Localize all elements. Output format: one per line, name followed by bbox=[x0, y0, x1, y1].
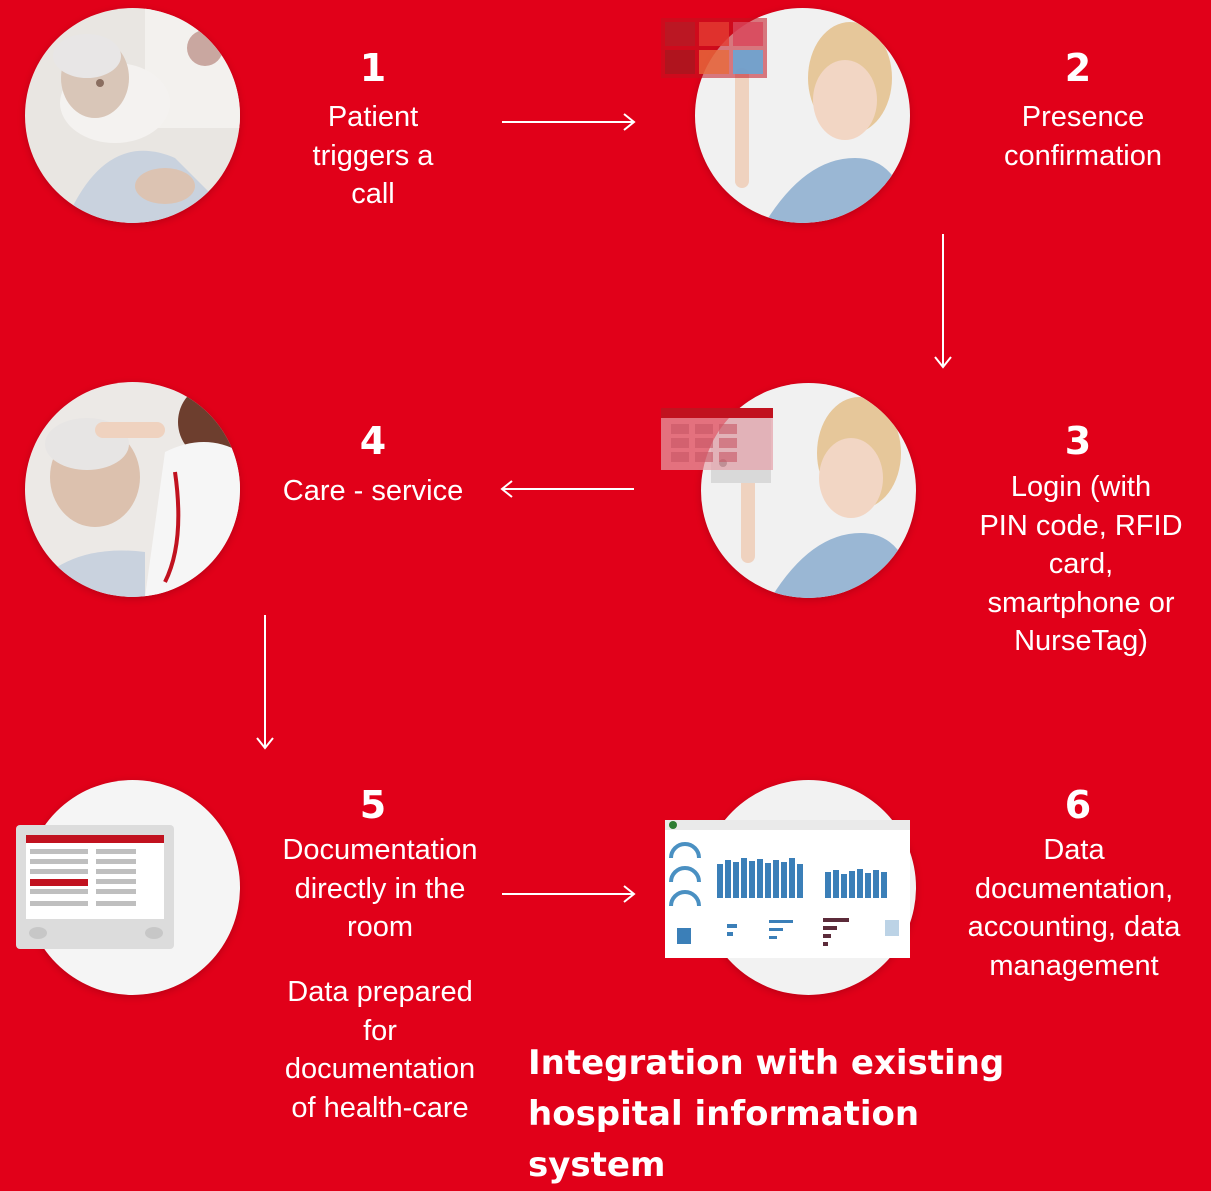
nurse-touching-screen-illustration bbox=[695, 8, 910, 223]
step-4-number: 4 bbox=[359, 419, 387, 463]
nurse-caring-for-patient-illustration bbox=[25, 382, 240, 597]
analytics-dashboard bbox=[665, 820, 910, 958]
nurse-entering-pin-illustration bbox=[701, 383, 916, 598]
step-3-number: 3 bbox=[1064, 419, 1092, 463]
arrow-right-5-to-6 bbox=[500, 884, 640, 904]
arrow-right-1-to-2 bbox=[500, 112, 640, 132]
step-3-image bbox=[701, 383, 916, 598]
touchscreen-overlay-step-2 bbox=[661, 18, 767, 78]
step-5-number: 5 bbox=[359, 783, 387, 827]
step-6-number: 6 bbox=[1064, 783, 1092, 827]
step-1-image bbox=[25, 8, 240, 223]
step-2-label: Presence confirmation bbox=[1004, 101, 1162, 172]
arrow-down-2-to-3 bbox=[932, 232, 954, 372]
step-2-image bbox=[695, 8, 910, 223]
arrow-down-4-to-5 bbox=[254, 613, 276, 753]
pin-pad-overlay-step-3 bbox=[661, 408, 773, 470]
room-terminal-device bbox=[16, 825, 174, 949]
step-4-label: Care - service bbox=[282, 475, 464, 507]
step-2-number: 2 bbox=[1064, 46, 1092, 90]
step-6-label: Data documentation, accounting, data man… bbox=[967, 834, 1181, 982]
arrow-left-3-to-4 bbox=[496, 479, 636, 499]
step-5-label: Documentation directly in the room bbox=[282, 834, 478, 943]
integration-note: Integration with existing hospital infor… bbox=[528, 1043, 1005, 1185]
elderly-patient-illustration bbox=[25, 8, 240, 223]
step-1-label: Patient triggers a call bbox=[312, 101, 434, 210]
step-3-label: Login (with PIN code, RFID card, smartph… bbox=[979, 471, 1183, 657]
step-5-sublabel: Data prepared for documentation of healt… bbox=[284, 976, 476, 1124]
step-1-number: 1 bbox=[359, 46, 387, 90]
step-4-image bbox=[25, 382, 240, 597]
